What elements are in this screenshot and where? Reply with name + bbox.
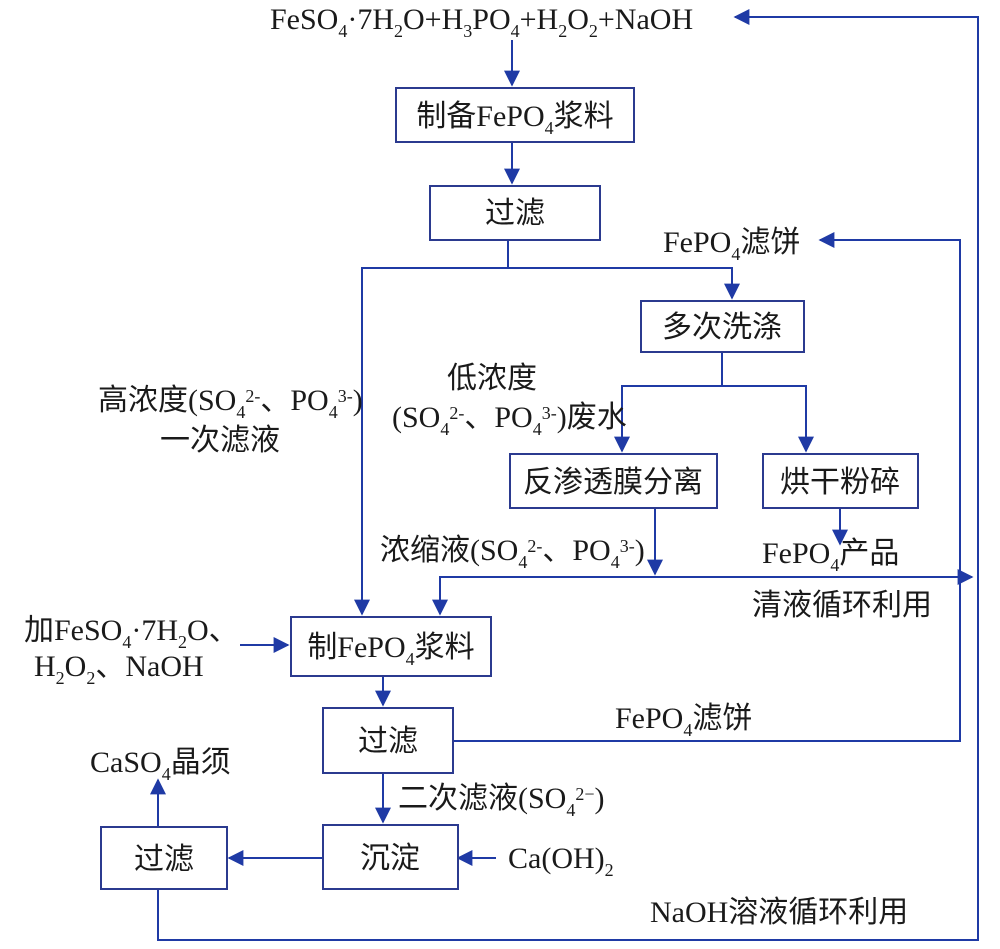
process-box-prepare-slurry-1: 制备FePO4浆料 [395,87,635,143]
process-box-precipitate: 沉淀 [322,824,459,890]
svg-text:低浓度: 低浓度 [447,362,537,395]
process-box-prepare-slurry-2: 制FePO4浆料 [290,616,492,677]
svg-text:制FePO4浆料: 制FePO4浆料 [307,631,474,669]
svg-text:H2O2、NaOH: H2O2、NaOH [34,650,204,688]
low-concentration-wastewater-label: 低浓度 (SO42-、PO43-)废水 [392,362,627,439]
arrow-primary-filtrate [354,240,509,616]
product-label: FePO4产品 [762,537,899,575]
arrow-to-dry-grind [722,385,814,453]
secondary-filtrate-label: 二次滤液(SO42−) [398,782,605,820]
process-box-filter-1: 过滤 [429,185,601,241]
svg-text:(SO42-、PO43-)废水: (SO42-、PO43-)废水 [392,401,627,439]
process-box-filter-3: 过滤 [100,826,228,890]
concentrate-label: 浓缩液(SO42-、PO43-) [380,534,645,572]
arrow-naoh-recycle [157,9,979,941]
caoh2-label: Ca(OH)2 [508,842,614,880]
svg-text:加FeSO4·7H2O、: 加FeSO4·7H2O、 [24,614,239,652]
arrow-filter-cake-recycle [453,232,961,742]
add-reagents-label: 加FeSO4·7H2O、 H2O2、NaOH [24,614,239,688]
filter-cake-label-1: FePO4滤饼 [663,226,800,264]
svg-text:高浓度(SO42-、PO43-): 高浓度(SO42-、PO43-) [98,384,363,422]
filter-cake-label-2: FePO4滤饼 [615,702,752,740]
arrow-to-multi-wash [508,267,740,300]
flow-lines [150,9,979,941]
naoh-recycle-label: NaOH溶液循环利用 [650,896,908,929]
arrow-to-ro-membrane [614,352,723,453]
process-box-filter-2: 过滤 [322,707,454,774]
svg-text:制备FePO4浆料: 制备FePO4浆料 [416,100,613,138]
process-box-ro-membrane: 反渗透膜分离 [509,453,718,509]
clear-liquid-recycle-label: 清液循环利用 [752,589,932,622]
svg-text:沉淀: 沉淀 [360,842,420,875]
reactants-label: FeSO4·7H2O+H3PO4+H2O2+NaOH [270,3,693,41]
svg-text:过滤: 过滤 [134,843,194,876]
process-box-dry-grind: 烘干粉碎 [762,453,919,509]
svg-text:烘干粉碎: 烘干粉碎 [780,466,900,499]
svg-text:过滤: 过滤 [358,725,418,758]
svg-text:反渗透膜分离: 反渗透膜分离 [523,466,703,499]
svg-text:多次洗涤: 多次洗涤 [662,311,782,344]
process-box-multi-wash: 多次洗涤 [640,300,805,353]
caso4-whisker-label: CaSO4晶须 [90,746,231,784]
high-concentration-filtrate-label: 高浓度(SO42-、PO43-) 一次滤液 [98,384,363,457]
svg-text:一次滤液: 一次滤液 [160,424,280,457]
svg-text:过滤: 过滤 [485,197,545,230]
